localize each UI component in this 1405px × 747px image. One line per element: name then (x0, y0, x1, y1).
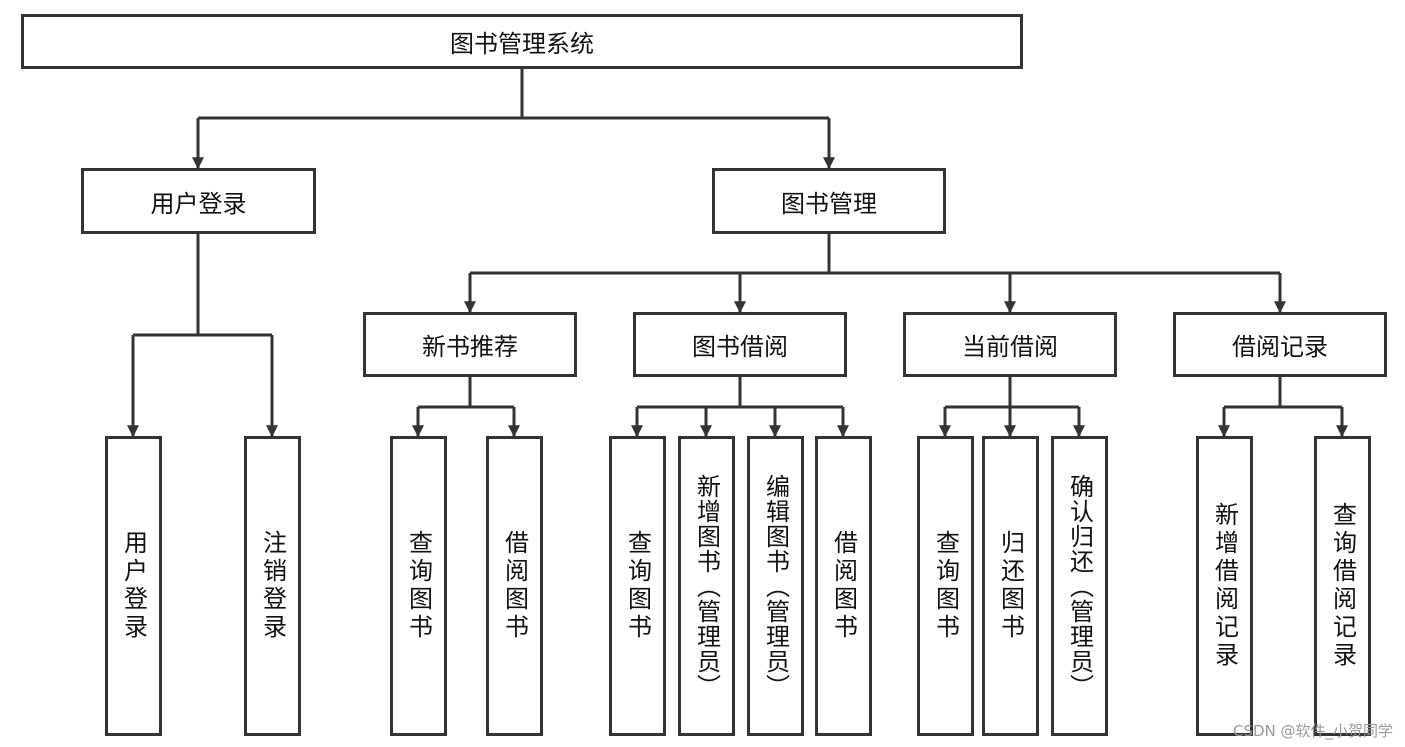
leaf-cb-return-book: 归还图书 (982, 436, 1039, 736)
leaf-user-login-label: 用户登录 (119, 530, 148, 642)
node-new-book-recommend-label: 新书推荐 (422, 333, 518, 361)
leaf-nbr-query-book-label: 查询图书 (404, 530, 433, 642)
leaf-bb-query-book: 查询图书 (609, 436, 666, 736)
leaf-bb-borrow-book-label: 借阅图书 (829, 530, 858, 642)
leaf-bb-query-book-label: 查询图书 (623, 530, 652, 642)
leaf-nbr-query-book: 查询图书 (390, 436, 447, 736)
node-book-management: 图书管理 (712, 168, 946, 234)
leaf-bb-add-book-admin-label: 新增图书（管理员） (692, 473, 721, 699)
leaf-br-add-record: 新增借阅记录 (1196, 436, 1253, 736)
node-new-book-recommend: 新书推荐 (363, 312, 577, 377)
leaf-cb-confirm-return-admin-label: 确认归还（管理员） (1065, 473, 1094, 699)
leaf-logout: 注销登录 (244, 436, 301, 736)
leaf-bb-add-book-admin: 新增图书（管理员） (678, 436, 735, 736)
node-borrow-records-label: 借阅记录 (1232, 333, 1328, 361)
leaf-bb-edit-book-admin: 编辑图书（管理员） (747, 436, 804, 736)
leaf-nbr-borrow-book-label: 借阅图书 (500, 530, 529, 642)
leaf-cb-return-book-label: 归还图书 (996, 530, 1025, 642)
leaf-cb-query-book-label: 查询图书 (931, 530, 960, 642)
root-label: 图书管理系统 (450, 30, 594, 58)
node-user-login-label: 用户登录 (150, 189, 247, 218)
leaf-bb-edit-book-admin-label: 编辑图书（管理员） (761, 473, 790, 699)
root-node: 图书管理系统 (21, 14, 1023, 69)
leaf-bb-borrow-book: 借阅图书 (815, 436, 872, 736)
leaf-br-query-record-label: 查询借阅记录 (1328, 502, 1357, 670)
node-user-login: 用户登录 (81, 168, 316, 234)
leaf-logout-label: 注销登录 (258, 530, 287, 642)
leaf-cb-confirm-return-admin: 确认归还（管理员） (1051, 436, 1108, 736)
watermark-text: CSDN @软件_小贺同学 (1232, 722, 1393, 740)
node-book-borrow-label: 图书借阅 (692, 333, 788, 361)
node-book-borrow: 图书借阅 (633, 312, 847, 377)
leaf-nbr-borrow-book: 借阅图书 (486, 436, 543, 736)
leaf-br-query-record: 查询借阅记录 (1314, 436, 1371, 736)
node-book-management-label: 图书管理 (781, 189, 877, 218)
leaf-user-login: 用户登录 (105, 436, 162, 736)
node-current-borrow-label: 当前借阅 (962, 333, 1058, 361)
node-borrow-records: 借阅记录 (1173, 312, 1387, 377)
node-current-borrow: 当前借阅 (903, 312, 1117, 377)
leaf-cb-query-book: 查询图书 (917, 436, 974, 736)
leaf-br-add-record-label: 新增借阅记录 (1210, 502, 1239, 670)
